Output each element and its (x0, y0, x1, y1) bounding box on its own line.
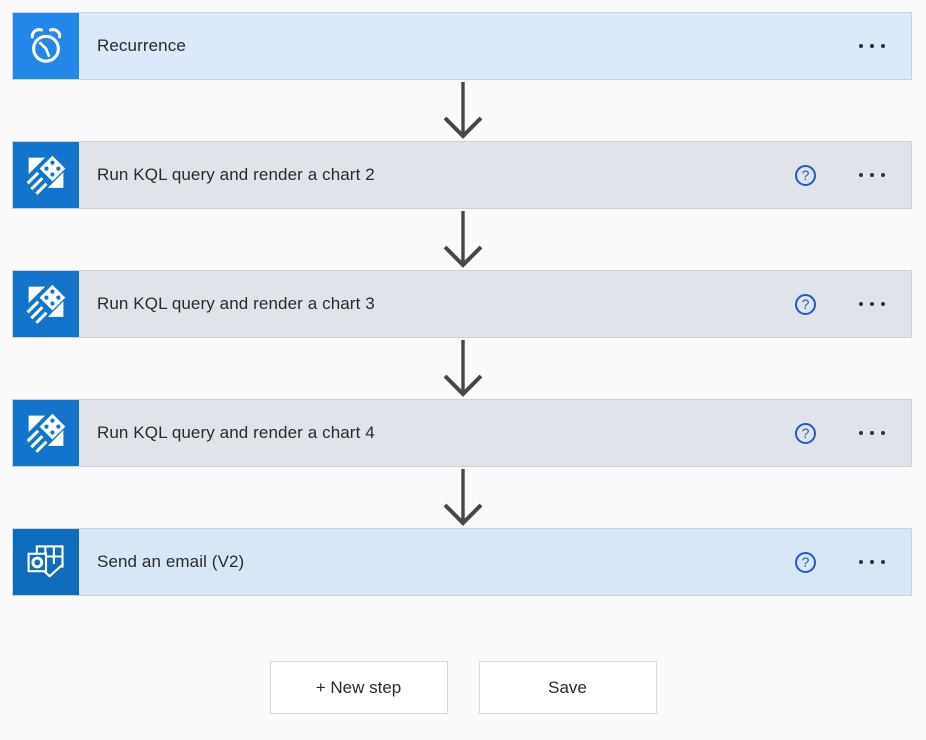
flow-connector-gap (0, 338, 926, 399)
step-title: Run KQL query and render a chart 3 (97, 294, 375, 313)
down-arrow-icon (443, 211, 483, 268)
ellipsis-icon (859, 560, 863, 564)
step-card-send-email[interactable]: Send an email (V2) ? (12, 528, 912, 596)
ellipsis-icon (859, 302, 863, 306)
step-card-body: Send an email (V2) ? (79, 529, 911, 595)
step-title: Send an email (V2) (97, 552, 245, 571)
new-step-button[interactable]: + New step (269, 661, 448, 714)
flow-connector-gap (0, 209, 926, 270)
step-card-body: Run KQL query and render a chart 3 ? (79, 271, 911, 337)
flow-connector-gap (0, 467, 926, 528)
step-card-kql-chart-4[interactable]: Run KQL query and render a chart 4 ? (12, 399, 912, 467)
outlook-icon (27, 545, 65, 578)
more-options-button[interactable] (857, 38, 887, 54)
alarm-clock-icon (30, 28, 62, 63)
help-icon[interactable]: ? (795, 164, 816, 186)
save-button[interactable]: Save (478, 661, 657, 714)
step-card-kql-chart-2[interactable]: Run KQL query and render a chart 2 ? (12, 141, 912, 209)
step-card-body: Run KQL query and render a chart 4 ? (79, 400, 911, 466)
more-options-button[interactable] (857, 167, 887, 183)
more-options-button[interactable] (857, 425, 887, 441)
more-options-button[interactable] (857, 554, 887, 570)
ellipsis-icon (859, 431, 863, 435)
kusto-icon (26, 284, 66, 324)
step-card-kql-chart-3[interactable]: Run KQL query and render a chart 3 ? (12, 270, 912, 338)
ellipsis-icon (859, 173, 863, 177)
down-arrow-icon (443, 340, 483, 397)
down-arrow-icon (443, 82, 483, 139)
footer-actions: + New step Save (0, 661, 926, 714)
ellipsis-icon (859, 44, 863, 48)
step-card-recurrence[interactable]: Recurrence (12, 12, 912, 80)
kusto-icon (26, 413, 66, 453)
step-card-body: Recurrence (79, 13, 911, 79)
flow-connector-gap (0, 80, 926, 141)
kusto-connector-tile (13, 142, 79, 208)
step-title: Run KQL query and render a chart 2 (97, 165, 375, 184)
step-card-body: Run KQL query and render a chart 2 ? (79, 142, 911, 208)
outlook-connector-tile (13, 529, 79, 595)
help-icon[interactable]: ? (795, 422, 816, 444)
flow-designer-canvas: Recurrence (0, 12, 926, 740)
help-icon[interactable]: ? (795, 551, 816, 573)
more-options-button[interactable] (857, 296, 887, 312)
kusto-icon (26, 155, 66, 195)
help-icon[interactable]: ? (795, 293, 816, 315)
kusto-connector-tile (13, 271, 79, 337)
down-arrow-icon (443, 469, 483, 526)
step-title: Recurrence (97, 36, 186, 55)
kusto-connector-tile (13, 400, 79, 466)
recurrence-connector-tile (13, 13, 79, 79)
step-title: Run KQL query and render a chart 4 (97, 423, 375, 442)
